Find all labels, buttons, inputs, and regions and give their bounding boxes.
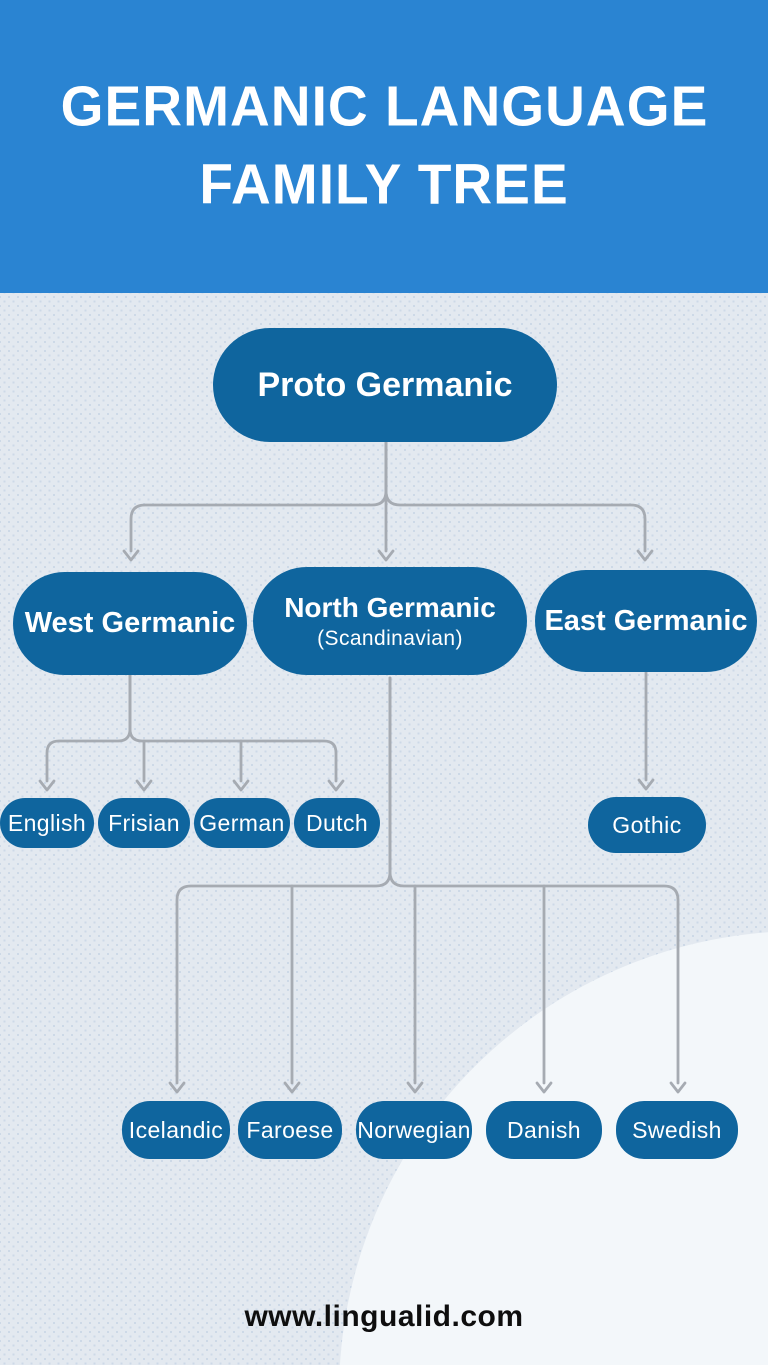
- node-label: East Germanic: [544, 604, 748, 637]
- node-label: Dutch: [305, 809, 369, 836]
- node-swedish: Swedish: [616, 1101, 738, 1159]
- node-icelandic: Icelandic: [122, 1101, 230, 1159]
- node-label: Danish: [507, 1116, 581, 1143]
- node-label: Gothic: [612, 811, 682, 838]
- node-label: Faroese: [246, 1116, 334, 1143]
- node-label: West Germanic: [24, 607, 236, 639]
- footer-website: www.lingualid.com: [244, 1300, 524, 1333]
- node-label: English: [7, 809, 87, 836]
- header-banner: GERMANIC LANGUAGE FAMILY TREE: [0, 0, 768, 293]
- node-label: Frisian: [108, 809, 180, 836]
- node-faroese: Faroese: [238, 1101, 342, 1159]
- node-gothic: Gothic: [588, 797, 706, 853]
- node-sublabel: (Scandinavian): [317, 626, 463, 650]
- node-label: German: [199, 809, 285, 836]
- node-label: Swedish: [632, 1116, 722, 1143]
- node-danish: Danish: [486, 1101, 602, 1159]
- node-english: English: [0, 798, 94, 848]
- node-dutch: Dutch: [294, 798, 380, 848]
- node-label: North Germanic: [284, 591, 496, 623]
- node-north-germanic: North Germanic (Scandinavian): [253, 567, 527, 675]
- node-west-germanic: West Germanic: [13, 572, 247, 675]
- connector-root-to-branches: [122, 440, 654, 562]
- node-label: Proto Germanic: [257, 365, 513, 404]
- node-label: Norwegian: [357, 1116, 471, 1143]
- title-line-2: FAMILY TREE: [199, 153, 569, 216]
- title-line-1: GERMANIC LANGUAGE: [60, 76, 708, 139]
- node-label: Icelandic: [128, 1116, 224, 1143]
- connector-west-to-children: [38, 673, 345, 792]
- node-east-germanic: East Germanic: [535, 570, 757, 672]
- node-frisian: Frisian: [98, 798, 190, 848]
- node-german: German: [194, 798, 290, 848]
- node-proto-germanic: Proto Germanic: [213, 328, 557, 442]
- node-norwegian: Norwegian: [356, 1101, 472, 1159]
- connector-east-to-gothic: [637, 670, 655, 791]
